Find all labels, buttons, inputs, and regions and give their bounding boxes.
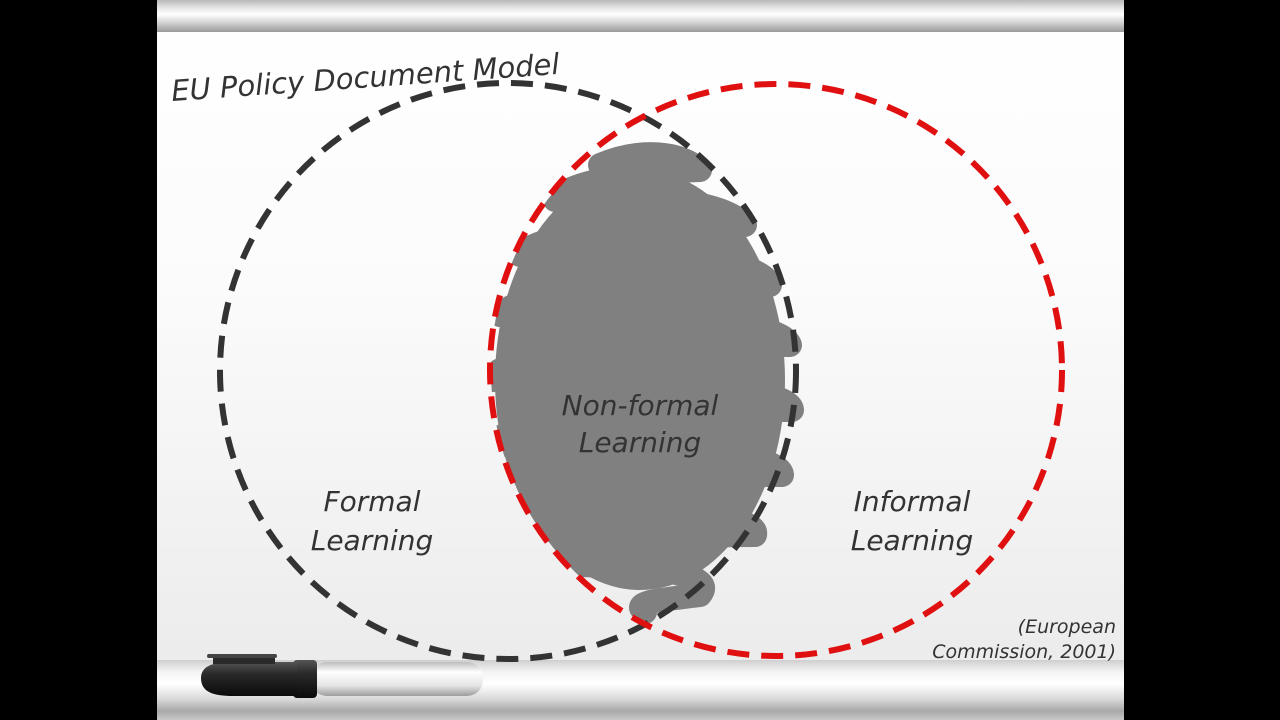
nonformal-learning-label-line1: Non-formal (562, 389, 719, 422)
diagram-title: EU Policy Document Model (170, 47, 560, 108)
informal-learning-label-line2: Learning (851, 524, 974, 557)
nonformal-learning-label-line2: Learning (579, 426, 702, 459)
whiteboard-top-frame (157, 0, 1124, 32)
formal-learning-circle (217, 80, 799, 662)
informal-learning-circle (487, 81, 1065, 659)
formal-learning-label-line2: Learning (311, 524, 434, 557)
citation-line1: (European (1018, 616, 1116, 638)
informal-learning-label-line1: Informal (854, 485, 971, 518)
citation-line2: Commission, 2001) (932, 641, 1116, 663)
marker-pen-icon (201, 654, 483, 698)
overlap-scribble (491, 142, 804, 624)
formal-learning-label-line1: Formal (324, 485, 421, 518)
